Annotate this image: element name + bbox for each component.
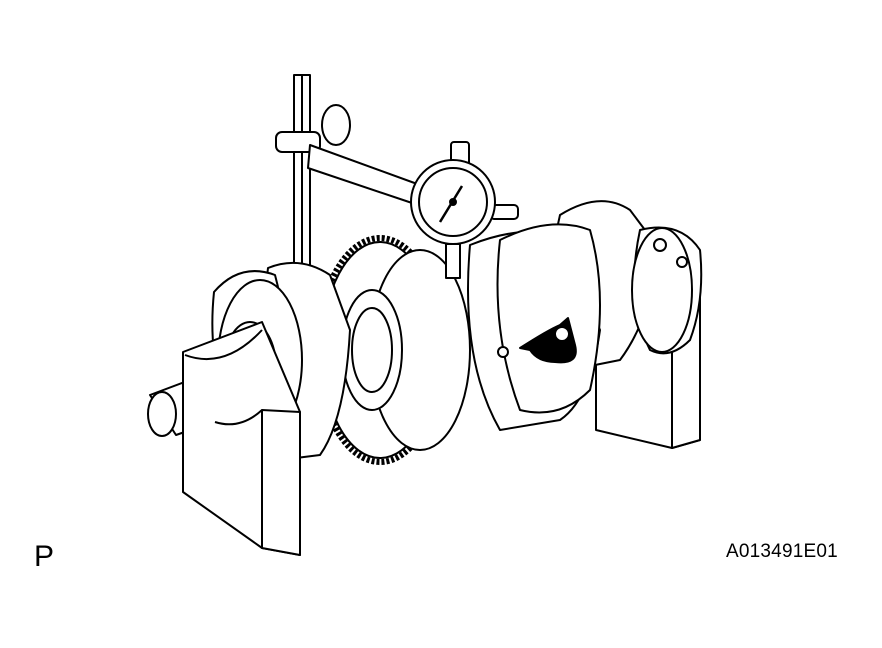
dial-gauge-assembly <box>275 104 519 279</box>
crankshaft-timing-gear <box>315 235 471 465</box>
crankshaft <box>147 200 703 465</box>
v-block-left <box>182 321 301 556</box>
figure-code: A013491E01 <box>726 541 838 562</box>
corner-letter: P <box>34 540 55 573</box>
